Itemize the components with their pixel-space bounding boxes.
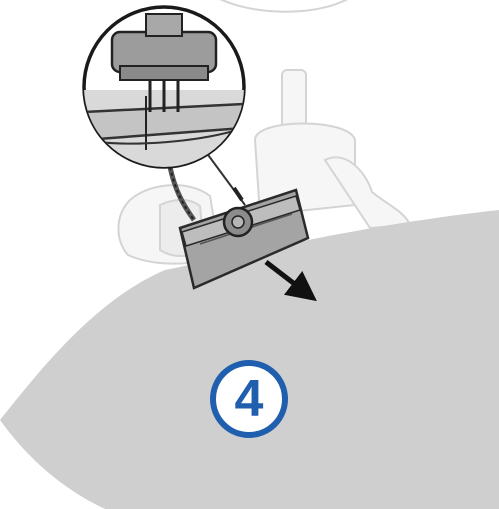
water-area: [0, 210, 499, 509]
magnifier-callout-icon: [82, 5, 246, 169]
step-number-text: 4: [234, 370, 264, 428]
motor-outline: [117, 0, 412, 265]
step-number-badge: 4: [210, 360, 288, 438]
arrow-right-down-icon: [264, 260, 317, 302]
transducer: [178, 186, 310, 290]
